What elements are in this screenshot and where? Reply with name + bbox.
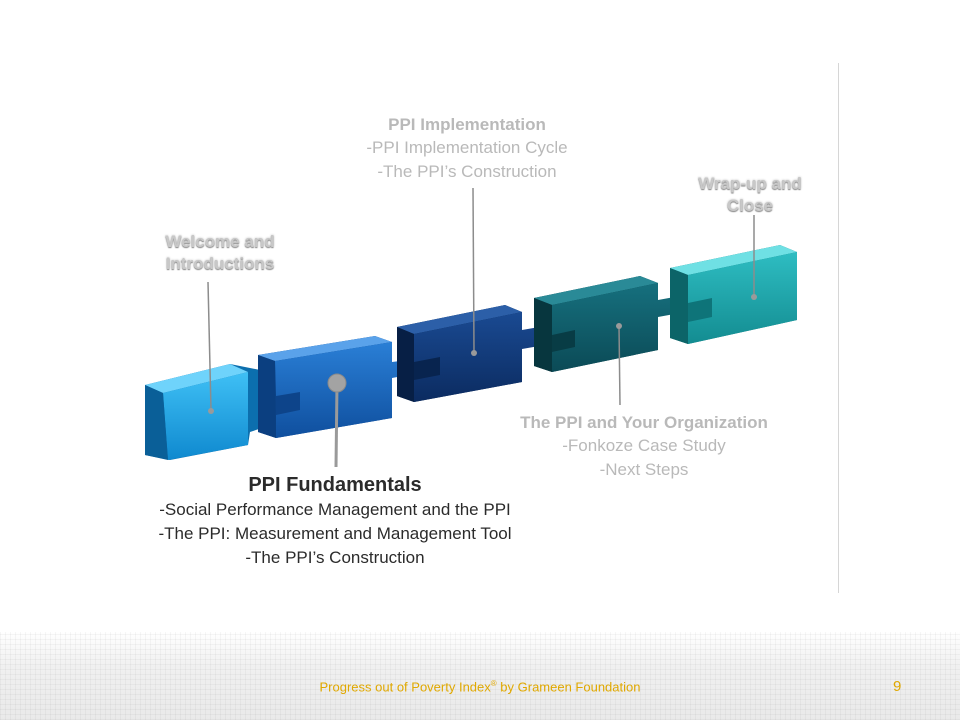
stage-line: -PPI Implementation Cycle [366, 138, 568, 157]
puzzle-piece-welcome [145, 364, 270, 460]
pointer-fundamentals [327, 373, 347, 468]
stage-line: -The PPI’s Construction [377, 162, 557, 181]
footer-text-post: by Grameen Foundation [496, 679, 641, 695]
label-implementation: PPI Implementation -PPI Implementation C… [327, 114, 607, 184]
stage-title: The PPI and Your Organization [520, 413, 768, 432]
stage-title: Welcome and Introductions [165, 232, 275, 273]
stage-line: -Next Steps [599, 460, 689, 479]
label-organization: The PPI and Your Organization -Fonkoze C… [474, 412, 814, 482]
puzzle-piece-implementation [397, 305, 545, 402]
pointer-wrapup [751, 215, 757, 300]
puzzle-piece-organization [534, 276, 680, 372]
stage-line: -The PPI: Measurement and Management Too… [158, 524, 512, 543]
pointer-welcome [207, 281, 214, 414]
footer-band [0, 632, 960, 720]
divider-line [838, 63, 839, 593]
label-fundamentals: PPI Fundamentals -Social Performance Man… [110, 472, 560, 570]
label-welcome: Welcome and Introductions [140, 231, 300, 275]
puzzle-piece-wrapup [670, 245, 797, 344]
label-wrapup: Wrap-up and Close [680, 173, 820, 217]
pointer-implementation [471, 187, 477, 356]
stage-line: -The PPI’s Construction [245, 548, 425, 567]
page-number: 9 [893, 678, 902, 695]
stage-title: PPI Implementation [388, 115, 546, 134]
stage-title: Wrap-up and Close [698, 174, 802, 215]
registered-mark: ® [490, 679, 497, 688]
footer-text: Progress out of Poverty Index® by Gramee… [0, 679, 960, 694]
stage-line: -Social Performance Management and the P… [159, 500, 511, 519]
footer-text-pre: Progress out of Poverty Index [319, 679, 491, 695]
stage-line: -Fonkoze Case Study [562, 436, 726, 455]
stage-title: PPI Fundamentals [248, 474, 422, 496]
pointer-organization [616, 323, 622, 406]
